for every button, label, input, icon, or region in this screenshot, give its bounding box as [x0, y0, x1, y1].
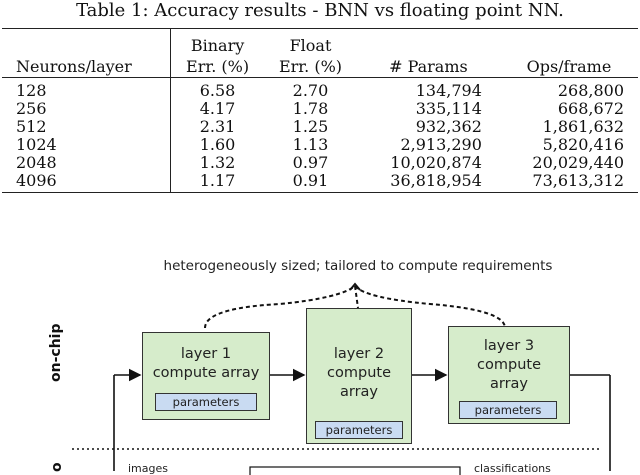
table-row: 128 6.58 2.70 134,794 268,800 [2, 77, 638, 100]
cell-binary: 2.31 [199, 117, 236, 136]
cell-float: 0.97 [292, 153, 329, 172]
header-neurons-line2: Neurons/layer [16, 57, 132, 76]
heterogeneous-note: heterogeneously sized; tailored to compu… [163, 258, 553, 274]
layer-2-line3: array [339, 384, 379, 400]
offchip-memory-box [249, 466, 461, 475]
cell-neurons: 1024 [2, 136, 172, 154]
cell-binary: 1.32 [199, 153, 236, 172]
header-params: # Params [357, 29, 500, 78]
layer-2-box: layer 2 compute array parameters [306, 308, 412, 444]
header-ops: Ops/frame [500, 29, 638, 78]
header-float-line2: Err. (%) [278, 57, 343, 76]
header-ops-line2: Ops/frame [526, 57, 612, 76]
table-row: 4096 1.17 0.91 36,818,954 73,613,312 [2, 172, 638, 193]
table-row: 256 4.17 1.78 335,114 668,672 [2, 100, 638, 118]
layer-1-subtitle: compute array [152, 365, 260, 381]
table-row: 2048 1.32 0.97 10,020,874 20,029,440 [2, 154, 638, 172]
header-params-line2: # Params [389, 57, 468, 76]
header-binary-line2: Err. (%) [186, 57, 250, 76]
dashed-arc-tip [349, 282, 361, 291]
dashed-arc-mid [354, 285, 359, 309]
images-label: images [128, 462, 168, 475]
cell-float: 0.91 [292, 171, 329, 190]
cell-float: 2.70 [292, 81, 329, 100]
cell-float: 1.25 [292, 117, 329, 136]
table-row: 1024 1.60 1.13 2,913,290 5,820,416 [2, 136, 638, 154]
layer-1-parameters: parameters [155, 393, 257, 411]
header-binary: Binary Err. (%) [171, 29, 264, 78]
cell-ops: 268,800 [557, 81, 624, 100]
layer-3-box: layer 3 compute array parameters [448, 326, 570, 424]
header-float: Float Err. (%) [264, 29, 357, 78]
layer-2-title: layer 2 [333, 346, 385, 362]
layer-3-line2: compute [477, 357, 541, 373]
cell-float: 1.13 [292, 135, 329, 154]
layer-3-line3: array [489, 376, 529, 392]
cell-params: 36,818,954 [390, 171, 482, 190]
cell-ops: 668,672 [557, 99, 624, 118]
header-binary-line1: Binary [190, 36, 245, 55]
accuracy-table: Neurons/layer Binary Err. (%) Float Err.… [2, 28, 638, 193]
cell-neurons: 512 [2, 118, 172, 136]
cell-binary: 6.58 [199, 81, 236, 100]
table-header-row: Neurons/layer Binary Err. (%) Float Err.… [2, 28, 638, 78]
cell-params: 10,020,874 [390, 153, 482, 172]
dashed-arc-right [354, 285, 506, 329]
layer-2-parameters: parameters [315, 421, 403, 439]
cell-binary: 1.60 [199, 135, 236, 154]
table-row: 512 2.31 1.25 932,362 1,861,632 [2, 118, 638, 136]
on-chip-label: on-chip [48, 323, 64, 382]
layer-3-title: layer 3 [483, 338, 535, 354]
cell-neurons: 256 [2, 100, 172, 118]
cell-ops: 73,613,312 [532, 171, 624, 190]
classifications-label: classifications [474, 462, 551, 475]
cell-ops: 5,820,416 [542, 135, 624, 154]
cell-neurons: 2048 [2, 154, 172, 172]
cell-ops: 20,029,440 [532, 153, 624, 172]
cell-neurons: 128 [2, 77, 172, 100]
layer-1-box: layer 1 compute array parameters [142, 332, 270, 420]
cell-ops: 1,861,632 [542, 117, 624, 136]
layer-1-title: layer 1 [180, 346, 232, 362]
cell-params: 335,114 [415, 99, 482, 118]
cell-binary: 1.17 [199, 171, 236, 190]
architecture-diagram: heterogeneously sized; tailored to compu… [0, 248, 640, 475]
cell-params: 134,794 [415, 81, 482, 100]
table-caption: Table 1: Accuracy results - BNN vs float… [76, 0, 564, 21]
cell-binary: 4.17 [199, 99, 236, 118]
cell-params: 932,362 [415, 117, 482, 136]
cell-neurons: 4096 [2, 172, 172, 193]
header-neurons: Neurons/layer [2, 28, 172, 78]
layer-3-parameters: parameters [459, 401, 557, 419]
layer-2-line2: compute [327, 365, 391, 381]
cell-params: 2,913,290 [400, 135, 482, 154]
cell-float: 1.78 [292, 99, 329, 118]
header-float-line1: Float [289, 36, 332, 55]
